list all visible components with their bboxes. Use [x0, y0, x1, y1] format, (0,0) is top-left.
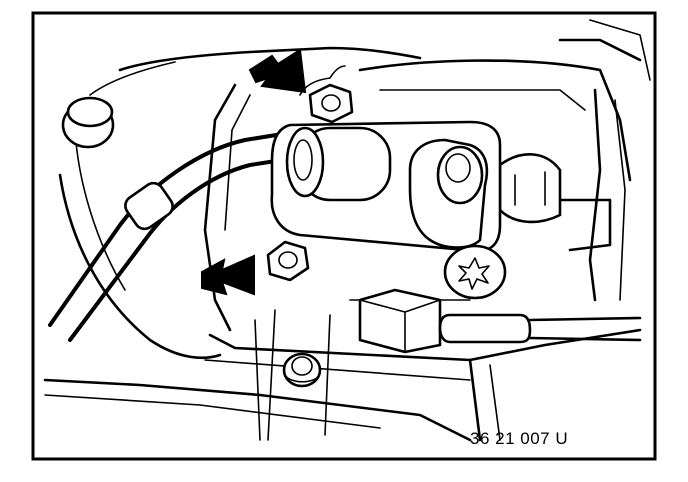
pipe-clip: [124, 181, 174, 231]
figure-reference-number: 36 21 007 U: [470, 429, 568, 448]
brake-line: [48, 130, 297, 342]
housing-contours: [43, 19, 651, 442]
lower-nut: [266, 240, 310, 282]
bottom-bolt: [282, 352, 322, 388]
round-plug: [61, 96, 115, 149]
hose-fitting: [270, 120, 502, 253]
upper-nut: [299, 65, 354, 124]
lower-arrow-icon: [201, 254, 255, 296]
connector: [358, 288, 642, 354]
star-screw: [443, 244, 507, 300]
upper-arrow-icon: [248, 48, 307, 94]
